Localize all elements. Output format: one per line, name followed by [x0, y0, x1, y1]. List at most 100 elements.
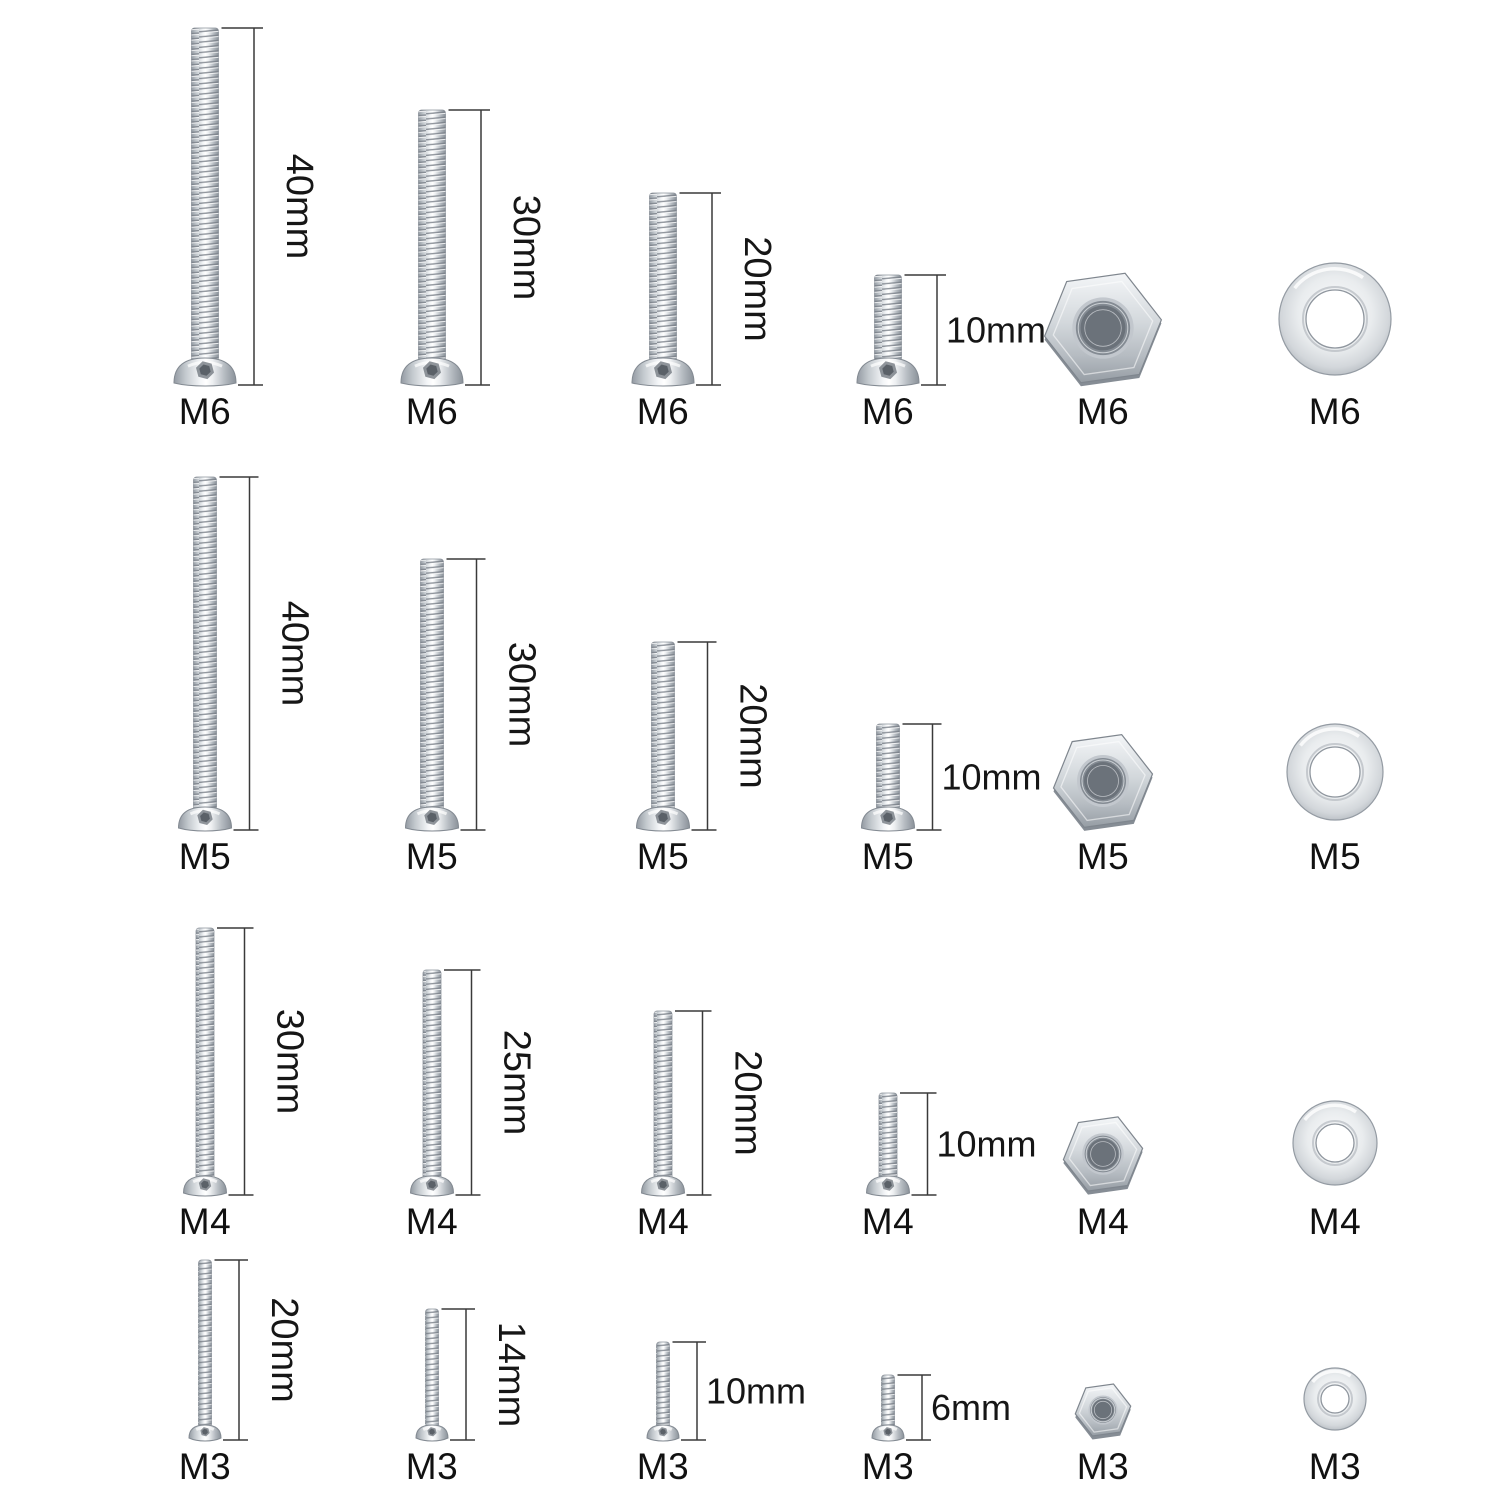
screw-m6-30mm: 30mm: [400, 109, 547, 387]
screw-m6-20mm: 20mm: [631, 192, 778, 387]
dimension-label: 14mm: [490, 1322, 532, 1428]
size-label-m6: M6: [1076, 391, 1130, 432]
flat-washer-m5: [1286, 723, 1384, 821]
flat-washer-m6: [1278, 262, 1392, 376]
size-label-m5: M5: [1076, 836, 1130, 877]
hex-socket-hole: [200, 812, 210, 823]
dimension-label: 20mm: [727, 1050, 769, 1156]
hex-socket-hole: [660, 1428, 666, 1435]
hex-socket-hole: [201, 1180, 209, 1189]
size-label-m6: M6: [178, 391, 232, 432]
nut-thread-ring: [1090, 1397, 1116, 1423]
dimension-lines: [444, 969, 481, 1196]
screw-threads: [191, 28, 219, 361]
size-label-m6: M6: [405, 391, 459, 432]
dimension-lines: [448, 109, 490, 386]
nut-hole-dark: [1084, 761, 1122, 800]
dimension-label: 20mm: [263, 1297, 305, 1403]
size-label-m3: M3: [861, 1446, 915, 1487]
hex-nut-m5: [1052, 733, 1154, 831]
dimension-label: 40mm: [278, 154, 320, 260]
washer-hole: [1315, 1123, 1355, 1163]
screw-threads: [196, 928, 214, 1179]
washer-hole-shadow: [1312, 1120, 1358, 1166]
screw-threads: [418, 110, 446, 361]
dimension-label: 30mm: [269, 1009, 311, 1115]
hex-socket-hole: [429, 1428, 435, 1435]
size-label-m3: M3: [405, 1446, 459, 1487]
head-highlight: [422, 1425, 442, 1431]
hex-socket-hole: [426, 364, 438, 376]
nut-chamfer: [1078, 1386, 1128, 1433]
screw-m5-40mm: 40mm: [177, 476, 316, 832]
nut-chamfer: [1068, 1122, 1138, 1187]
dimension-lines: [675, 1010, 712, 1196]
screw-threads: [193, 477, 217, 810]
washer-hole: [1305, 289, 1365, 349]
dimension-lines: [902, 723, 942, 831]
hex-socket-hole: [658, 812, 668, 823]
dimension-lines: [672, 1341, 706, 1441]
washer-hole-shadow: [1302, 286, 1368, 352]
dimension-lines: [900, 1092, 937, 1196]
size-label-m4: M4: [861, 1201, 915, 1242]
screw-m6-10mm: 10mm: [856, 274, 1046, 387]
dimension-lines: [904, 274, 946, 386]
screw-threads: [651, 642, 675, 810]
screw-threads: [420, 559, 444, 810]
hex-socket-hole: [884, 1180, 892, 1189]
screw-threads: [198, 1260, 212, 1428]
nut-hole-dark: [1087, 1139, 1119, 1170]
dimension-label: 10mm: [942, 757, 1042, 798]
screw-threads: [879, 1093, 897, 1179]
nut-thread-ring-inner: [1087, 764, 1119, 797]
dimension-lines: [219, 476, 259, 831]
hex-socket-hole: [428, 1180, 436, 1189]
hex-socket-hole: [885, 1428, 891, 1435]
screw-threads: [423, 970, 441, 1179]
washer-hole-shadow: [1317, 1381, 1353, 1417]
screw-threads: [656, 1342, 670, 1428]
nut-thread-ring: [1077, 302, 1129, 354]
nut-thread-ring: [1081, 759, 1125, 803]
size-label-m5: M5: [861, 836, 915, 877]
washer-hole: [1320, 1384, 1350, 1414]
head-highlight: [653, 1425, 673, 1431]
dimension-lines: [221, 27, 263, 386]
nut-chamfer: [1052, 280, 1154, 376]
screw-threads: [654, 1011, 672, 1179]
dimension-label: 10mm: [946, 310, 1046, 351]
dimension-label: 20mm: [736, 236, 778, 342]
size-label-m5: M5: [636, 836, 690, 877]
size-label-m6: M6: [1308, 391, 1362, 432]
nut-chamfer: [1060, 740, 1146, 821]
dimension-lines: [897, 1374, 931, 1441]
hex-socket-hole: [199, 364, 211, 376]
screw-m3-10mm: 10mm: [646, 1341, 806, 1442]
size-label-m5: M5: [405, 836, 459, 877]
washer-hole-shadow: [1306, 743, 1364, 801]
dimension-lines: [217, 927, 254, 1196]
hex-nut-m4: [1062, 1116, 1144, 1195]
dimension-lines: [446, 558, 486, 831]
dimension-lines: [677, 641, 717, 831]
dimension-label: 40mm: [274, 601, 316, 707]
screw-threads: [881, 1375, 895, 1428]
head-highlight: [878, 1425, 898, 1431]
hex-socket-hole: [657, 364, 669, 376]
washer-highlight: [1299, 727, 1360, 747]
screw-m6-40mm: 40mm: [173, 27, 320, 387]
size-label-m3: M3: [1308, 1446, 1362, 1487]
dimension-label: 10mm: [706, 1371, 806, 1412]
screw-threads: [874, 275, 902, 361]
size-label-m3: M3: [1076, 1446, 1130, 1487]
washer-highlight: [1293, 266, 1364, 290]
hex-nut-m3: [1074, 1383, 1132, 1440]
size-label-m4: M4: [636, 1201, 690, 1242]
size-label-m4: M4: [1076, 1201, 1130, 1242]
screw-threads: [649, 193, 677, 361]
size-label-m6: M6: [636, 391, 690, 432]
dimension-lines: [214, 1259, 248, 1441]
dimension-lines: [441, 1308, 475, 1441]
